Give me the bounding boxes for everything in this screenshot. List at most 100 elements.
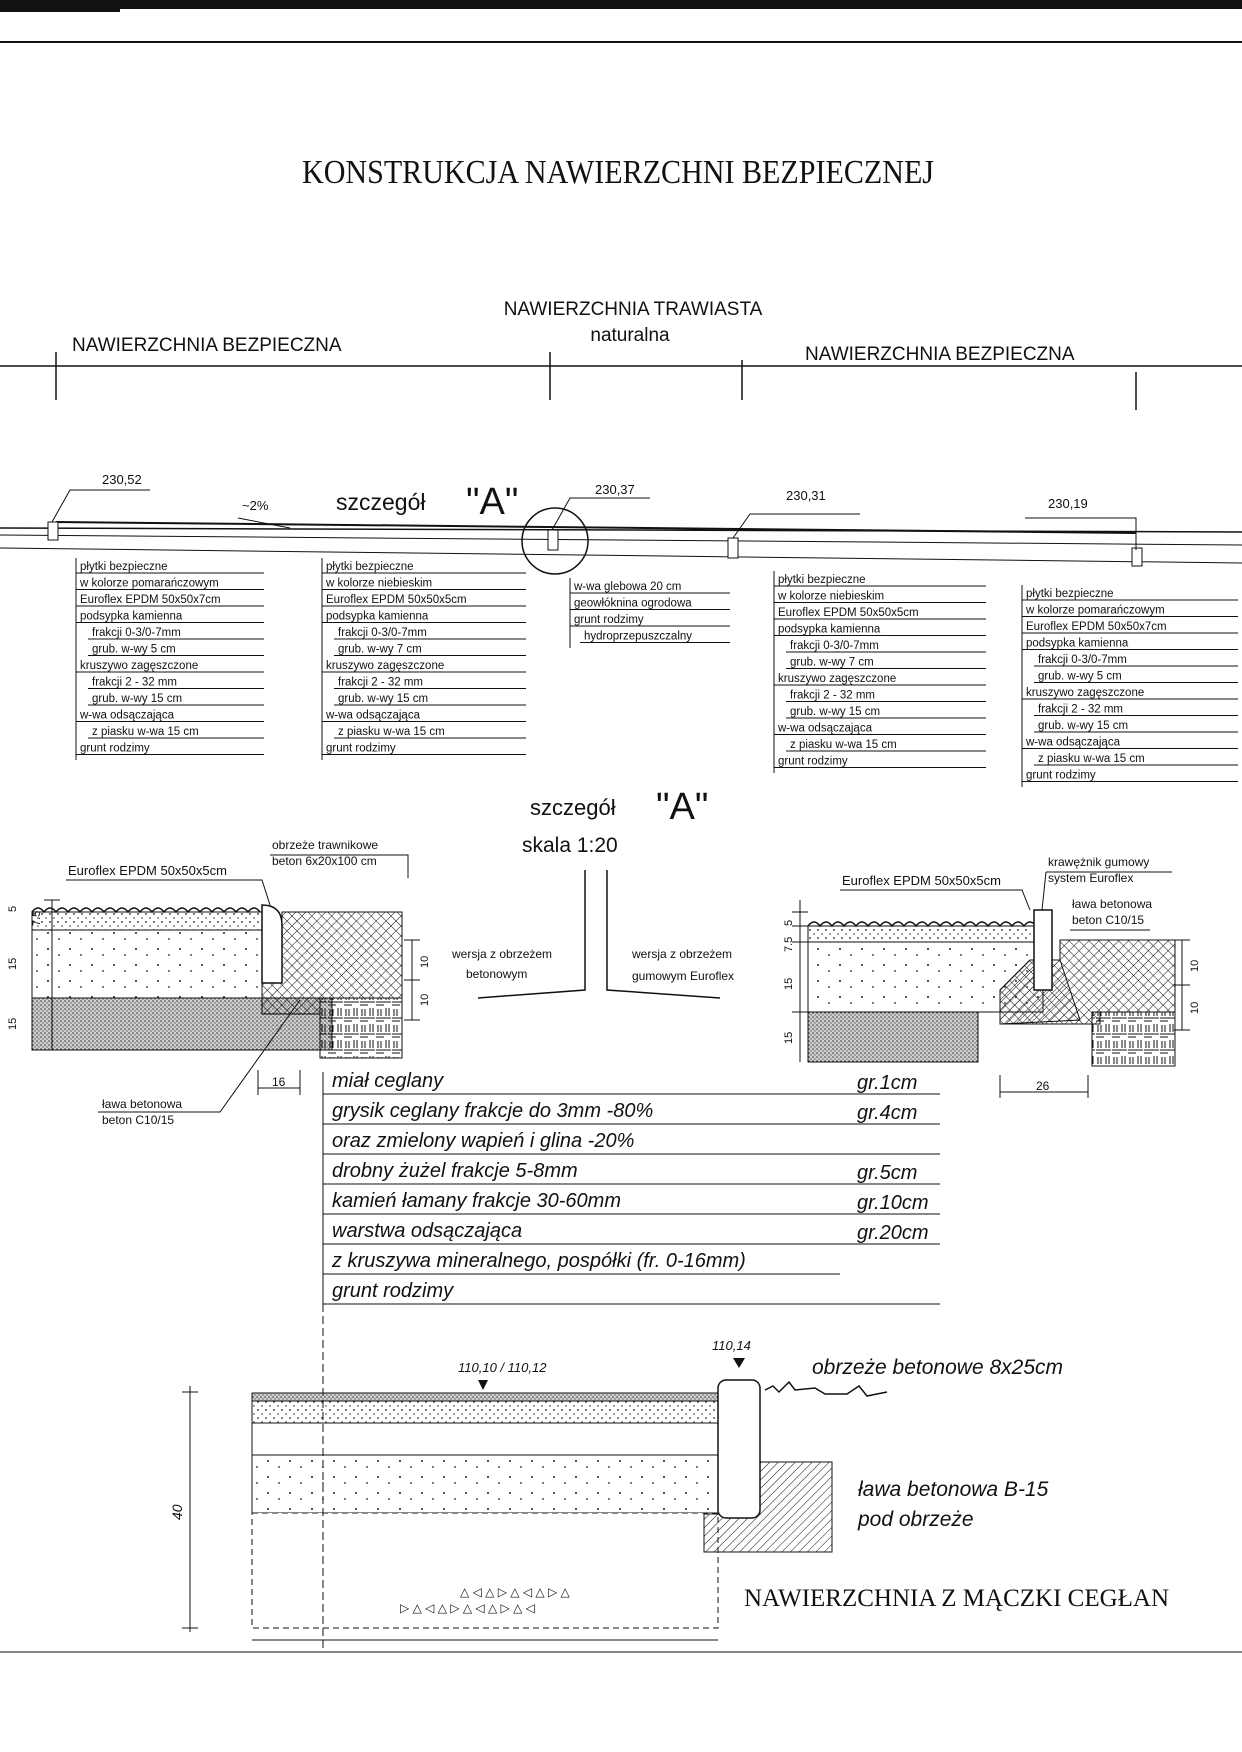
brick-layer-desc: kamień łamany frakcje 30-60mm [332,1190,621,1212]
layer-table-row: płytki bezpieczne [326,561,414,573]
layer-table-row: frakcji 2 - 32 mm [338,677,423,689]
right-bench-label-1: ława betonowa [1072,897,1152,911]
left-bench-label-1: ława betonowa [102,1097,182,1111]
layer-table-row: podsypka kamienna [326,611,429,623]
brick-layer-desc: grysik ceglany frakcje do 3mm -80% [332,1100,653,1122]
layer-table-row: kruszywo zagęszczone [80,660,198,672]
layer-table-row: w kolorze pomarańczowym [79,578,219,590]
brick-bench-label-2: pod obrzeże [857,1508,974,1531]
right-dim-3: 15 [783,978,795,990]
left-edge-label-2: beton 6x20x100 cm [272,854,377,868]
layer-table-row: kruszywo zagęszczone [1026,687,1144,699]
brick-layer-thickness: gr.10cm [857,1192,929,1214]
detail-label: szczegół [530,795,616,820]
elevation-4: 230,19 [1048,496,1088,511]
svg-text:△ ◁ △ ▷ △ ◁ △ ▷ △: △ ◁ △ ▷ △ ◁ △ ▷ △ [460,1585,571,1599]
layer-table-row: z piasku w-wa 15 cm [338,726,445,738]
layer-table-row: hydroprzepuszczalny [584,631,692,643]
left-version-line2: betonowym [466,967,527,981]
layer-table-row: frakcji 2 - 32 mm [1038,704,1123,716]
layer-table-row: w kolorze niebieskim [325,578,432,590]
left-dim-5: 10 [419,956,431,968]
left-dim-7: 16 [272,1075,286,1089]
layer-table-row: w kolorze pomarańczowym [1025,605,1165,617]
layer-table-row: frakcji 0-3/0-7mm [790,640,879,652]
layer-table-row: geowłóknina ogrodowa [574,598,692,610]
brick-layer-desc: grunt rodzimy [332,1280,454,1302]
layer-table-row: w-wa odsączająca [79,710,175,722]
brick-layer-thickness: gr.20cm [857,1222,929,1244]
left-bench-label-2: beton C10/15 [102,1113,174,1127]
brick-bench-label-1: ława betonowa B-15 [858,1478,1049,1501]
right-version-line2: gumowym Euroflex [632,969,734,983]
layer-table-row: grunt rodzimy [326,743,396,755]
brick-section: △ ◁ △ ▷ △ ◁ △ ▷ △ ▷ △ ◁ △ ▷ △ ◁ △ ▷ △ ◁ [182,1112,888,1650]
right-dim-2: 7.5 [783,937,795,952]
layer-table-row: grub. w-wy 15 cm [338,693,428,705]
layer-table-row: frakcji 2 - 32 mm [790,690,875,702]
profile-detail-letter: "A" [466,481,518,523]
layer-table-row: płytki bezpieczne [1026,588,1114,600]
brick-layer-desc: warstwa odsączająca [332,1220,522,1242]
brick-layer-desc: miał ceglany [332,1070,444,1092]
left-dim-4: 15 [7,1018,19,1030]
detail-letter: "A" [656,786,708,828]
scan-top-border [0,0,1242,9]
layer-table-row: z piasku w-wa 15 cm [790,739,897,751]
brick-layer-desc: drobny żużel frakcje 5-8mm [332,1160,578,1182]
profile-detail-label: szczegół [336,489,425,515]
right-kerb-label-1: krawężnik gumowy [1048,855,1149,869]
layer-table-row: w-wa odsączająca [1025,737,1121,749]
layer-table-row: w-wa odsączająca [777,723,873,735]
layer-table-row: z piasku w-wa 15 cm [1038,753,1145,765]
left-dim-2: 7.5 [31,911,43,926]
svg-text:▷ △ ◁ △ ▷ △ ◁ △ ▷ △ ◁: ▷ △ ◁ △ ▷ △ ◁ △ ▷ △ ◁ [400,1601,536,1615]
layer-table-row: płytki bezpieczne [80,561,168,573]
right-dim-1: 5 [783,920,795,926]
brick-depth-dimension: 40 [169,1504,185,1520]
layer-table-row: grunt rodzimy [778,756,848,768]
left-edge-label-1: obrzeże trawnikowe [272,838,378,852]
layer-table-row: grub. w-wy 15 cm [1038,720,1128,732]
detail-scale: skala 1:20 [522,834,618,857]
layer-table-row: grub. w-wy 7 cm [338,644,422,656]
brick-layer-desc: oraz zmielony wapień i glina -20% [332,1130,634,1152]
layer-table-t2: płytki bezpieczne w kolorze niebieskimEur… [321,558,526,760]
elevation-3: 230,31 [786,488,826,503]
brick-layer-desc: z kruszywa mineralnego, pospółki (fr. 0-… [331,1250,746,1272]
zone-dividers [0,352,1242,410]
layer-table-row: Euroflex EPDM 50x50x5cm [778,607,919,619]
left-dim-1: 5 [7,906,19,912]
right-dim-7: 26 [1036,1079,1050,1093]
zone-left-label: NAWIERZCHNIA BEZPIECZNA [72,335,342,356]
layer-table-row: grub. w-wy 7 cm [790,657,874,669]
elevation-2: 230,37 [595,482,635,497]
layer-table-row: kruszywo zagęszczone [778,673,896,685]
right-kerb-label-2: system Euroflex [1048,871,1133,885]
brick-edge-label: obrzeże betonowe 8x25cm [812,1356,1063,1379]
layer-table-row: grub. w-wy 15 cm [92,693,182,705]
right-dim-5: 10 [1189,960,1201,972]
version-arrows [477,870,721,999]
left-version-line1: wersja z obrzeżem [451,947,552,961]
right-tile-label: Euroflex EPDM 50x50x5cm [842,873,1001,888]
brick-caption: NAWIERZCHNIA Z MĄCZKI CEGŁAN [744,1585,1169,1612]
layer-table-row: podsypka kamienna [80,611,183,623]
layer-table-row: Euroflex EPDM 50x50x5cm [326,594,467,606]
layer-table-row: w-wa odsączająca [325,710,421,722]
layer-table-row: grunt rodzimy [1026,770,1096,782]
layer-table-row: w-wa glebowa 20 cm [573,581,681,593]
left-dim-6: 10 [419,994,431,1006]
right-bench-label-2: beton C10/15 [1072,913,1144,927]
layer-table-row: grub. w-wy 5 cm [92,644,176,656]
right-dim-6: 10 [1189,1002,1201,1014]
layer-table-row: grub. w-wy 5 cm [1038,671,1122,683]
slope-label: ~2% [242,498,269,513]
left-detail-section [31,854,420,1113]
layer-table-row: podsypka kamienna [778,624,881,636]
layer-table-row: Euroflex EPDM 50x50x7cm [80,594,221,606]
layer-table-t5: płytki bezpieczne w kolorze pomarańczowym… [1021,585,1238,787]
right-version-line1: wersja z obrzeżem [631,947,732,961]
layer-table-row: grunt rodzimy [80,743,150,755]
